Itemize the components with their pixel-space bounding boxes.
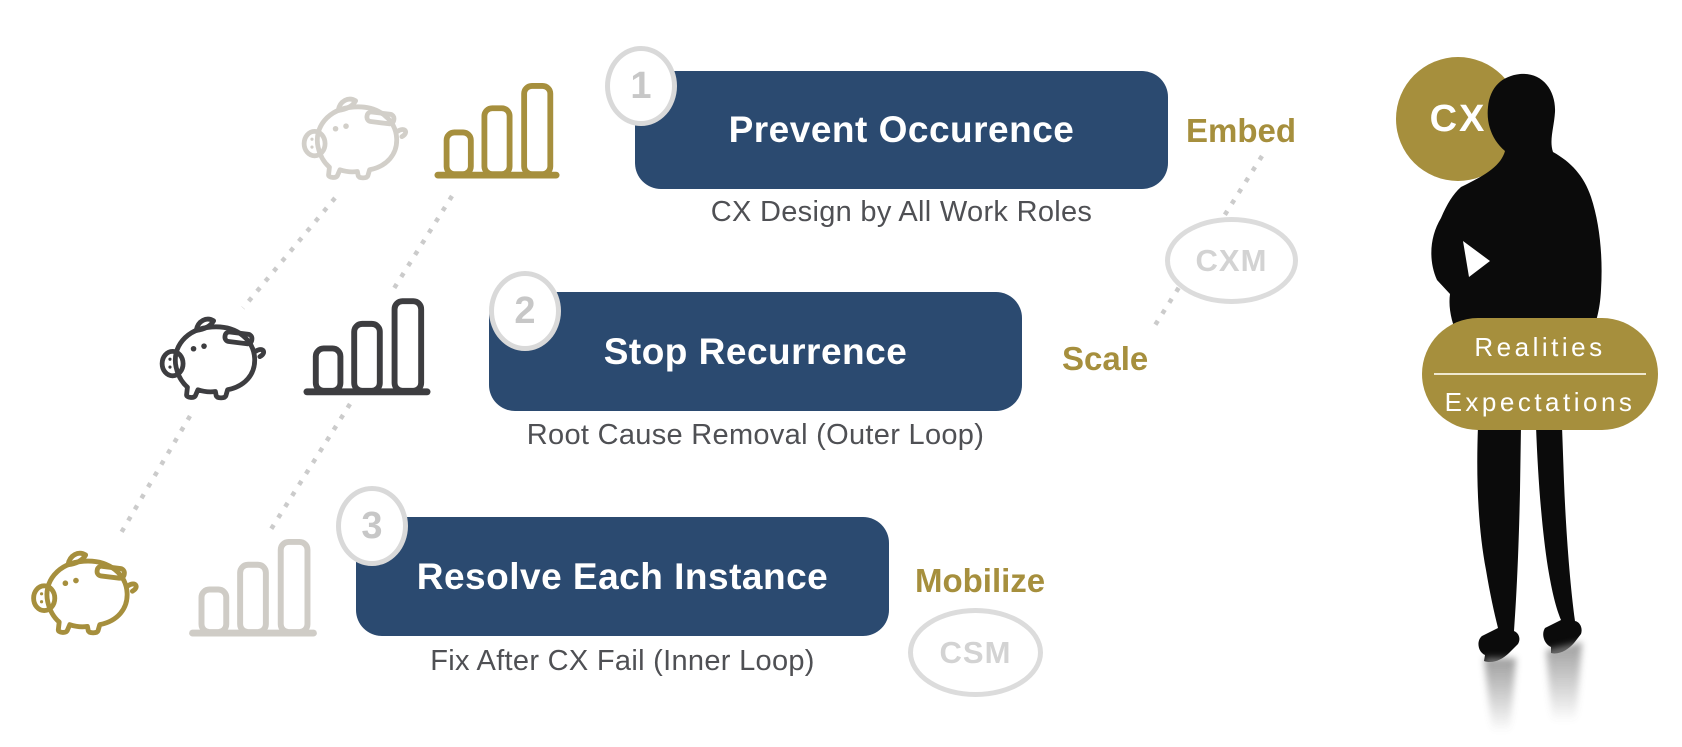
cxm-badge: CXM [1165,217,1298,304]
reflection-shadow [1484,642,1582,732]
step-title: Stop Recurrence [603,330,908,372]
expectations-label: Expectations [1444,386,1636,417]
step-side-label-scale: Scale [1062,340,1149,377]
cx-label: CX [1429,97,1487,140]
bar-chart-icon [181,536,325,640]
step-title: Prevent Occurence [728,109,1075,150]
step-number: 2 [514,289,536,332]
csm-label: CSM [939,634,1012,670]
step-title: Resolve Each Instance [416,555,829,597]
step-banner-resolve-each-instance: Resolve Each Instance [356,517,889,636]
csm-badge: CSM [908,608,1043,697]
realities-label: Realities [1474,331,1606,362]
cxm-label: CXM [1195,242,1268,278]
step-number-badge-3: 3 [336,486,408,566]
bar-chart-icon [434,80,560,182]
step-side-label-embed: Embed [1186,112,1297,149]
step-number-badge-2: 2 [489,271,561,351]
step-caption-1: CX Design by All Work Roles [710,196,1093,228]
piggy-bank-icon [154,306,268,402]
step-number-badge-1: 1 [605,46,677,126]
step-side-label-mobilize: Mobilize [915,562,1046,599]
step-banner-stop-recurrence: Stop Recurrence [489,292,1022,411]
piggy-bank-icon [24,540,142,637]
step-caption-2: Root Cause Removal (Outer Loop) [526,419,985,451]
bar-chart-icon [303,293,431,401]
step-banner-prevent-occurence: Prevent Occurence [635,71,1168,189]
realities-expectations-pill: Realities Expectations [1422,318,1658,430]
step-number: 1 [630,64,652,107]
step-caption-3: Fix After CX Fail (Inner Loop) [430,645,815,677]
separator-line [1434,373,1646,375]
piggy-bank-icon [296,86,410,182]
step-number: 3 [361,504,383,547]
cx-circle-badge: CX [1396,57,1520,181]
